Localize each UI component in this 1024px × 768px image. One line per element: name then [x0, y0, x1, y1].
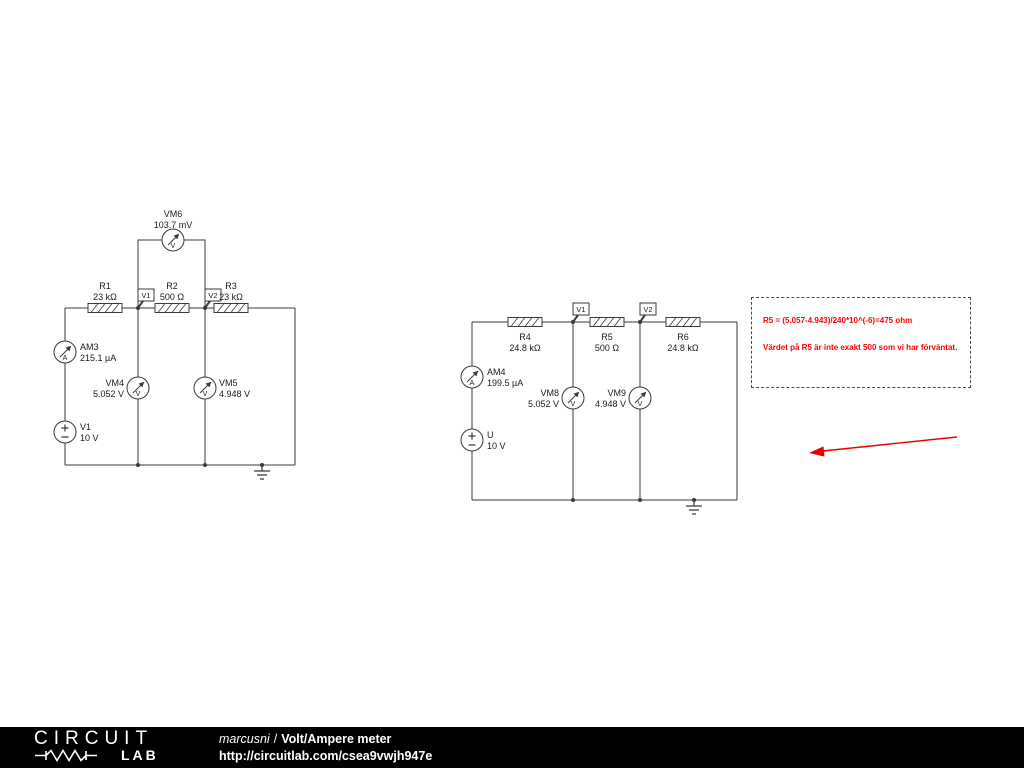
- resistor-R3: [213, 303, 249, 313]
- vm8-letter: V: [571, 401, 576, 408]
- source-u-name: U: [487, 430, 494, 440]
- junction-dot: [203, 306, 207, 310]
- source-v1-value: 10 V: [80, 433, 99, 443]
- voltage-source-V1: [53, 420, 77, 444]
- vm4-name: VM4: [105, 378, 124, 388]
- vm9-value: 4.948 V: [595, 399, 626, 409]
- junction-dot: [571, 320, 575, 324]
- ground-symbol: [685, 499, 703, 515]
- am3-name: AM3: [80, 342, 99, 352]
- junction-dot: [571, 498, 575, 502]
- am4-name: AM4: [487, 367, 506, 377]
- r5-name: R5: [601, 332, 613, 342]
- vm5-letter: V: [203, 391, 208, 398]
- junction-dot: [260, 463, 264, 467]
- am3-value: 215.1 µA: [80, 353, 116, 363]
- ground-symbol: [253, 464, 271, 480]
- r4-value: 24.8 kΩ: [509, 343, 541, 353]
- r3-name: R3: [225, 281, 237, 291]
- resistor-R4: [507, 317, 543, 327]
- vm5-name: VM5: [219, 378, 238, 388]
- vm9-name: VM9: [607, 388, 626, 398]
- vm6-value: 103.7 mV: [154, 220, 193, 230]
- r1-name: R1: [99, 281, 111, 291]
- author-name: marcusni: [219, 732, 270, 746]
- r6-name: R6: [677, 332, 689, 342]
- attribution: marcusni/Volt/Ampere meter http://circui…: [219, 731, 432, 764]
- vm4-value: 5.052 V: [93, 389, 124, 399]
- vm5-value: 4.948 V: [219, 389, 250, 399]
- vm6-name: VM6: [164, 209, 183, 219]
- resistor-R2: [154, 303, 190, 313]
- resistor-R5: [589, 317, 625, 327]
- annotation-line-2: Värdet på R5 är inte exakt 500 som vi ha…: [763, 343, 958, 352]
- annotation-arrow: [809, 436, 958, 457]
- circuit-url: http://circuitlab.com/csea9vwjh947e: [219, 749, 433, 763]
- r5-value: 500 Ω: [595, 343, 620, 353]
- resistor-zigzag-icon: [35, 749, 97, 762]
- wire: [471, 321, 738, 501]
- am4-value: 199.5 µA: [487, 378, 523, 388]
- annotation-note: R5 = (5.057-4.943)/240*10^(-6)=475 ohm V…: [751, 297, 971, 388]
- r1-value: 23 kΩ: [93, 292, 117, 302]
- logo-circuit-text: CIRCUIT: [34, 728, 154, 749]
- vm8-value: 5.052 V: [528, 399, 559, 409]
- vm4-letter: V: [136, 391, 141, 398]
- probe-v2-label: V2: [208, 291, 217, 300]
- r2-value: 500 Ω: [160, 292, 185, 302]
- source-v1-name: V1: [80, 422, 91, 432]
- vm9-letter: V: [638, 401, 643, 408]
- footer-bar: CIRCUIT LAB marcusni/Volt/Ampere meter h…: [0, 727, 1024, 768]
- vm8-name: VM8: [540, 388, 559, 398]
- schematic-canvas: VM6 103.7 mV V R1 23 kΩ R2 500 Ω R3 23 k…: [53, 209, 958, 515]
- logo-lab-text: LAB: [121, 747, 159, 763]
- source-u-value: 10 V: [487, 441, 506, 451]
- r4-name: R4: [519, 332, 531, 342]
- junction-dot: [136, 463, 140, 467]
- circuit-title: Volt/Ampere meter: [281, 732, 392, 746]
- voltage-source-U: [460, 428, 484, 452]
- junction-dot: [136, 306, 140, 310]
- annotation-line-1: R5 = (5.057-4.943)/240*10^(-6)=475 ohm: [763, 316, 913, 325]
- resistor-R1: [87, 303, 123, 313]
- left-circuit: VM6 103.7 mV V R1 23 kΩ R2 500 Ω R3 23 k…: [53, 209, 296, 480]
- probe-v1-label: V1: [576, 305, 585, 314]
- am3-letter: A: [63, 355, 68, 362]
- circuitlab-logo: CIRCUIT LAB: [34, 729, 159, 763]
- r3-value: 23 kΩ: [219, 292, 243, 302]
- am4-letter: A: [470, 380, 475, 387]
- vm6-letter: V: [171, 243, 176, 250]
- separator: /: [273, 732, 278, 746]
- resistor-R6: [665, 317, 701, 327]
- junction-dot: [203, 463, 207, 467]
- right-circuit: R4 24.8 kΩ R5 500 Ω R6 24.8 kΩ V1 V2 AM4…: [460, 302, 738, 515]
- junction-dot: [638, 498, 642, 502]
- junction-dot: [638, 320, 642, 324]
- probe-v1-label: V1: [141, 291, 150, 300]
- r6-value: 24.8 kΩ: [667, 343, 699, 353]
- r2-name: R2: [166, 281, 178, 291]
- probe-v2-label: V2: [643, 305, 652, 314]
- junction-dot: [692, 498, 696, 502]
